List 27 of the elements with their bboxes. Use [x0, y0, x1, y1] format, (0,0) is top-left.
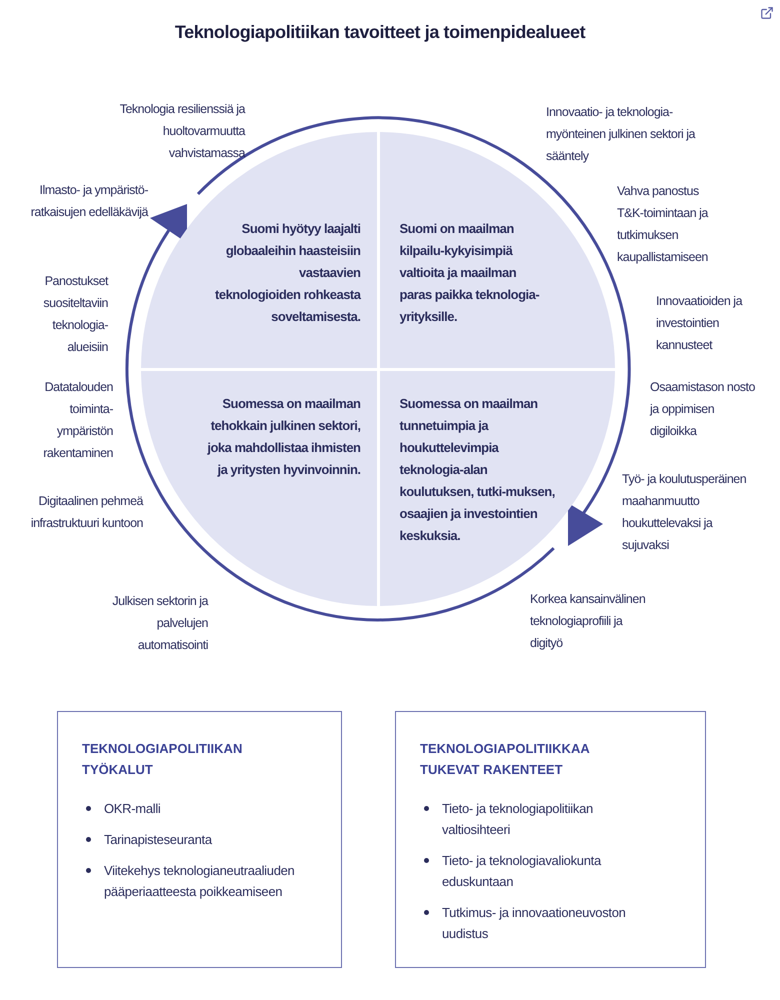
- info-card: [57, 711, 342, 968]
- goal-text: Suomessa on maailman tunnetuimpia ja houkuttelevimpia teknologia-alan koulutuksen, tutki-muksen, osaajien ja investointien keskuksia.: [400, 394, 556, 544]
- diagram-title: Teknologiapolitiikan tavoitteet ja toimenpidealueet: [174, 22, 586, 43]
- bullet-item: Tutkimus- ja innovaationeuvoston uudistus: [442, 904, 627, 943]
- bullet-item: Tieto- ja teknologiapolitiikan valtiosihteeri: [442, 800, 594, 839]
- goal-text: Suomi hyötyy laajalti globaaleihin haasteisiin vastaavien teknologioiden rohkeasta soveltamisesta.: [214, 220, 360, 326]
- card-heading: TEKNOLOGIAPOLITIIKKAA TUKEVAT RAKENTEET: [420, 740, 590, 779]
- action-area-label: Osaamistason nosto ja oppimisen digiloikka: [650, 379, 756, 440]
- action-area-label: Digitaalinen pehmeä infrastruktuuri kuntoon: [30, 493, 143, 532]
- bullet-item: Viitekehys teknologianeutraaliuden pääperiaatteesta poikkeamiseen: [104, 862, 296, 901]
- action-area-label: Datatalouden toiminta-ympäristön rakentaminen: [42, 379, 113, 462]
- goal-text: Suomi on maailman kilpailu-kykyisimpiä valtioita ja maailman paras paikka teknologia-yrityksille.: [400, 220, 540, 326]
- action-area-label: Työ- ja koulutusperäinen maahanmuutto houkuttelevaksi ja sujuvaksi: [622, 471, 748, 554]
- action-area-label: Innovaatio- ja teknologia-myönteinen julkinen sektori ja sääntely: [546, 104, 696, 165]
- info-card: [395, 711, 706, 968]
- goal-text: Suomessa on maailman tehokkain julkinen sektori, joka mahdollistaa ihmisten ja yritysten hyvinvoinnin.: [206, 394, 360, 479]
- action-area-label: Innovaatioiden ja investointien kannusteet: [656, 293, 744, 354]
- card-heading: TEKNOLOGIAPOLITIIKAN TYÖKALUT: [82, 740, 244, 779]
- action-area-label: Vahva panostus T&K-toimintaan ja tutkimuksen kaupallistamiseen: [617, 183, 710, 266]
- bullet-item: Tieto- ja teknologiavaliokunta eduskuntaan: [442, 852, 602, 891]
- action-area-label: Ilmasto- ja ympäristö-ratkaisujen edelläkävijä: [30, 182, 148, 221]
- bullet-item: Tarinapisteseuranta: [104, 831, 214, 849]
- action-area-label: Korkea kansainvälinen teknologiaprofiili ja digityö: [530, 591, 646, 652]
- action-area-label: Panostukset suositeltaviin teknologia-alueisiin: [42, 273, 108, 356]
- action-area-label: Julkisen sektorin ja palvelujen automatisointi: [111, 593, 208, 654]
- bullet-item: OKR-malli: [104, 800, 162, 818]
- action-area-label: Teknologia resilienssiä ja huoltovarmuutta vahvistamassa: [118, 101, 245, 162]
